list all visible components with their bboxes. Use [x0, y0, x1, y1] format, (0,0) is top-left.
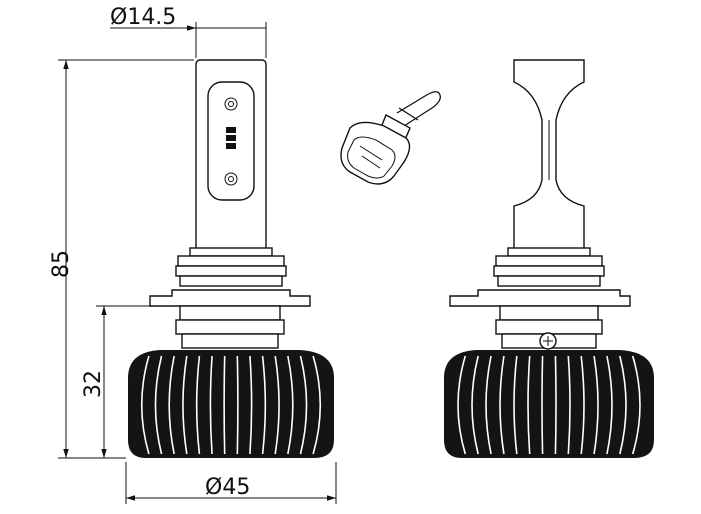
- side-view-bulb: [444, 59, 654, 458]
- side-heatsink-fins: [457, 355, 641, 455]
- fin-groove: [195, 355, 201, 455]
- base-height-dimension: 32: [81, 305, 150, 458]
- mounting-flange: [149, 289, 311, 307]
- fin-groove: [223, 355, 226, 455]
- fin-groove: [299, 355, 308, 455]
- front-view-bulb: [128, 59, 334, 458]
- connector-plug: [340, 91, 441, 185]
- total-height-dimension: 85: [49, 59, 194, 459]
- fin-groove: [274, 355, 280, 455]
- fin-groove: [631, 355, 641, 455]
- top-diameter-label: Ø14.5: [110, 5, 176, 30]
- fin-groove: [619, 355, 627, 455]
- fin-groove: [593, 355, 599, 455]
- connector-cable: [396, 91, 441, 127]
- fin-groove: [154, 355, 163, 455]
- fin-groove: [606, 355, 613, 455]
- base-height-label: 32: [81, 370, 106, 398]
- side-mounting-flange: [449, 289, 631, 307]
- fin-groove: [499, 355, 505, 455]
- led-screw-bottom: [224, 172, 238, 186]
- total-height-label: 85: [49, 250, 74, 278]
- fin-groove: [513, 355, 518, 455]
- fin-groove: [261, 355, 267, 455]
- fin-groove: [140, 355, 150, 455]
- heatsink: [128, 350, 334, 458]
- fin-groove: [287, 355, 294, 455]
- top-diameter-dimension: Ø14.5: [110, 5, 267, 58]
- led-screw-top: [224, 97, 238, 111]
- fin-groove: [554, 355, 557, 455]
- fin-groove: [182, 355, 188, 455]
- fin-groove: [236, 355, 239, 455]
- fin-groove: [485, 355, 492, 455]
- bottom-diameter-label: Ø45: [205, 475, 250, 500]
- fin-groove: [312, 355, 322, 455]
- fin-groove: [471, 355, 479, 455]
- fin-groove: [209, 355, 213, 455]
- fin-groove: [249, 355, 253, 455]
- fin-groove: [457, 355, 467, 455]
- heatsink-fins: [140, 355, 322, 455]
- led-chip: [226, 127, 236, 133]
- fin-groove: [541, 355, 544, 455]
- fin-groove: [168, 355, 175, 455]
- fin-groove: [580, 355, 585, 455]
- fin-groove: [567, 355, 571, 455]
- side-heatsink: [444, 350, 654, 458]
- bottom-diameter-dimension: Ø45: [125, 462, 337, 504]
- fin-groove: [527, 355, 531, 455]
